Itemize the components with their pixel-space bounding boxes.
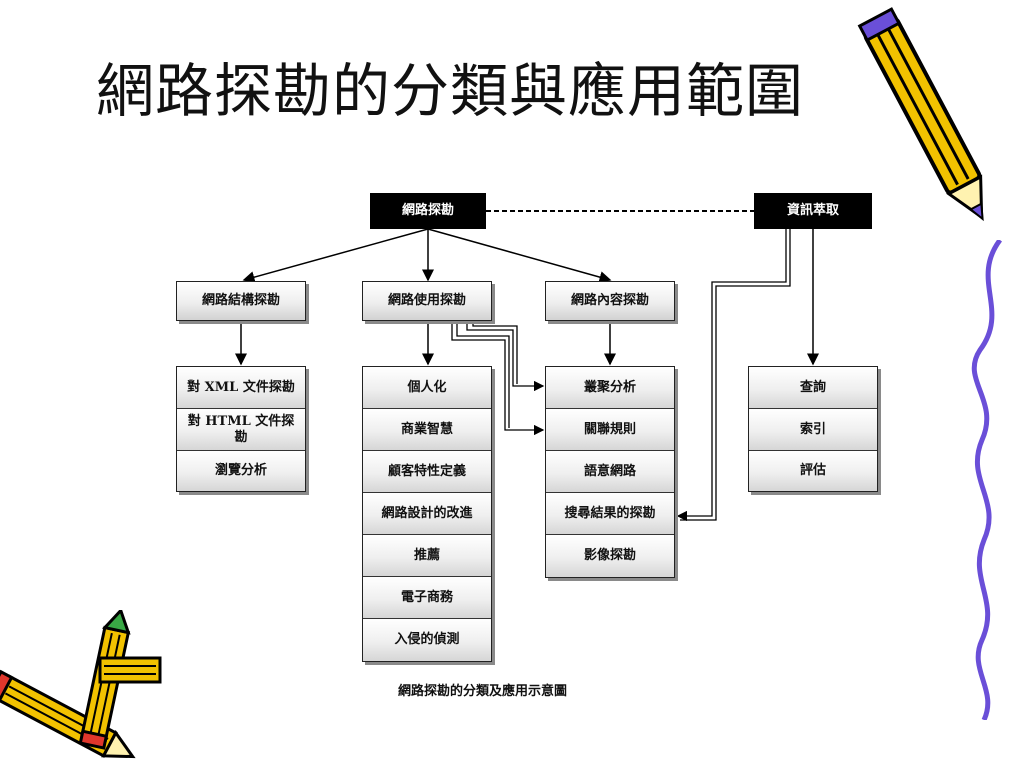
root-node: 網路探勘 — [370, 193, 486, 229]
stack-item-label: 索引 — [799, 421, 826, 437]
stack-item: 索引 — [749, 409, 877, 451]
info-extraction-label: 資訊萃取 — [786, 202, 839, 218]
stack-item-label: 影像探勘 — [583, 548, 636, 564]
stack-item-label: 查詢 — [799, 379, 826, 395]
stack-item-label: 對 HTML 文件探勘 — [187, 413, 295, 445]
stack-item-label: 搜尋結果的探勘 — [564, 505, 656, 521]
diagram-caption: 網路探勘的分類及應用示意圖 — [398, 684, 568, 699]
category-label: 網路結構探勘 — [201, 292, 280, 308]
root-node-label: 網路探勘 — [401, 202, 454, 218]
info-extraction-node: 資訊萃取 — [754, 193, 872, 229]
stack-item: 個人化 — [363, 367, 491, 409]
stack-item: 關聯規則 — [546, 409, 674, 451]
stack-item-label: 評估 — [799, 463, 826, 479]
slide-title: 網路探勘的分類與應用範圍 — [96, 57, 805, 125]
stack-item-label: 推薦 — [413, 547, 440, 563]
stack-item: 叢聚分析 — [546, 367, 674, 409]
pencil-icon — [857, 7, 984, 222]
stack-item-label: 叢聚分析 — [583, 379, 636, 395]
stack-item: 顧客特性定義 — [363, 451, 491, 493]
stack-item: 搜尋結果的探勘 — [546, 493, 674, 535]
stack-item: 入侵的偵測 — [363, 619, 491, 661]
content-items-stack: 叢聚分析 關聯規則 語意網路 搜尋結果的探勘 影像探勘 — [545, 366, 675, 578]
stack-item: 語意網路 — [546, 451, 674, 493]
category-structure: 網路結構探勘 — [176, 281, 306, 321]
category-label: 網路內容探勘 — [570, 292, 649, 308]
category-content: 網路內容探勘 — [545, 281, 675, 321]
stack-item-label: 瀏覽分析 — [214, 463, 267, 479]
stack-item-label: 顧客特性定義 — [387, 463, 466, 479]
stack-item: 查詢 — [749, 367, 877, 409]
structure-items-stack: 對 XML 文件探勘 對 HTML 文件探勘 瀏覽分析 — [176, 366, 306, 492]
category-label: 網路使用探勘 — [387, 292, 466, 308]
info-items-stack: 查詢 索引 評估 — [748, 366, 878, 492]
stack-item-label: 網路設計的改進 — [381, 505, 473, 521]
stack-item: 影像探勘 — [546, 535, 674, 577]
pencil-icon — [0, 610, 162, 759]
stack-item-label: 入侵的偵測 — [394, 632, 460, 648]
stack-item: 推薦 — [363, 535, 491, 577]
stack-item: 對 HTML 文件探勘 — [177, 409, 305, 451]
stack-item: 網路設計的改進 — [363, 493, 491, 535]
wavy-line — [971, 240, 1003, 720]
stack-item-label: 個人化 — [407, 379, 447, 395]
stack-item-label: 關聯規則 — [583, 421, 636, 437]
stack-item: 對 XML 文件探勘 — [177, 367, 305, 409]
stack-item-label: 商業智慧 — [400, 421, 453, 437]
stack-item-label: 語意網路 — [583, 463, 636, 479]
stack-item: 電子商務 — [363, 577, 491, 619]
stack-item-label: 電子商務 — [400, 589, 453, 605]
stack-item: 瀏覽分析 — [177, 451, 305, 491]
usage-items-stack: 個人化 商業智慧 顧客特性定義 網路設計的改進 推薦 電子商務 入侵的偵測 — [362, 366, 492, 662]
stack-item-label: 對 XML 文件探勘 — [187, 379, 295, 395]
category-usage: 網路使用探勘 — [362, 281, 492, 321]
stack-item: 商業智慧 — [363, 409, 491, 451]
stack-item: 評估 — [749, 451, 877, 491]
